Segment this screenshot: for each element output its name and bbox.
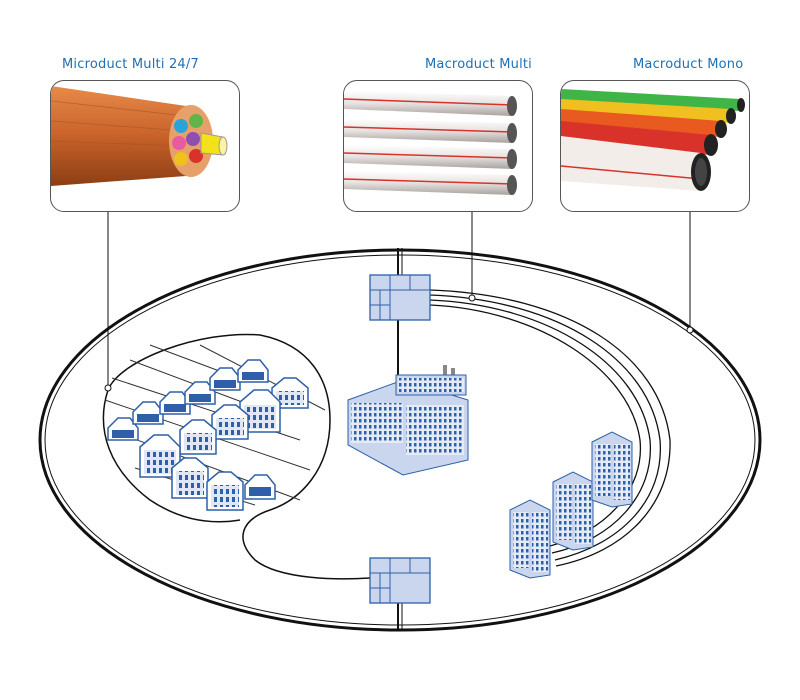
label-microduct-multi: Microduct Multi 24/7 xyxy=(62,57,199,72)
product-card-microduct-multi xyxy=(50,80,240,212)
microduct-bundle-image xyxy=(51,86,228,186)
distribution-cabinet-bottom xyxy=(369,557,431,604)
junction-dot-3 xyxy=(686,326,694,334)
residential-zone xyxy=(102,333,371,580)
distribution-arcs xyxy=(429,289,671,567)
product-card-macroduct-multi xyxy=(343,80,533,212)
junction-dot-1 xyxy=(104,384,112,392)
outer-ring xyxy=(38,248,762,632)
factory-building xyxy=(347,365,469,476)
product-card-macroduct-mono xyxy=(560,80,750,212)
office-towers xyxy=(509,431,633,579)
distribution-cabinet-top xyxy=(369,274,431,321)
house-group xyxy=(107,359,309,511)
macroduct-multi-image xyxy=(344,91,517,195)
label-macroduct-multi: Macroduct Multi xyxy=(425,57,532,72)
macroduct-mono-image xyxy=(561,89,745,191)
junction-dot-2 xyxy=(468,294,476,302)
label-macroduct-mono: Macroduct Mono xyxy=(633,57,744,72)
